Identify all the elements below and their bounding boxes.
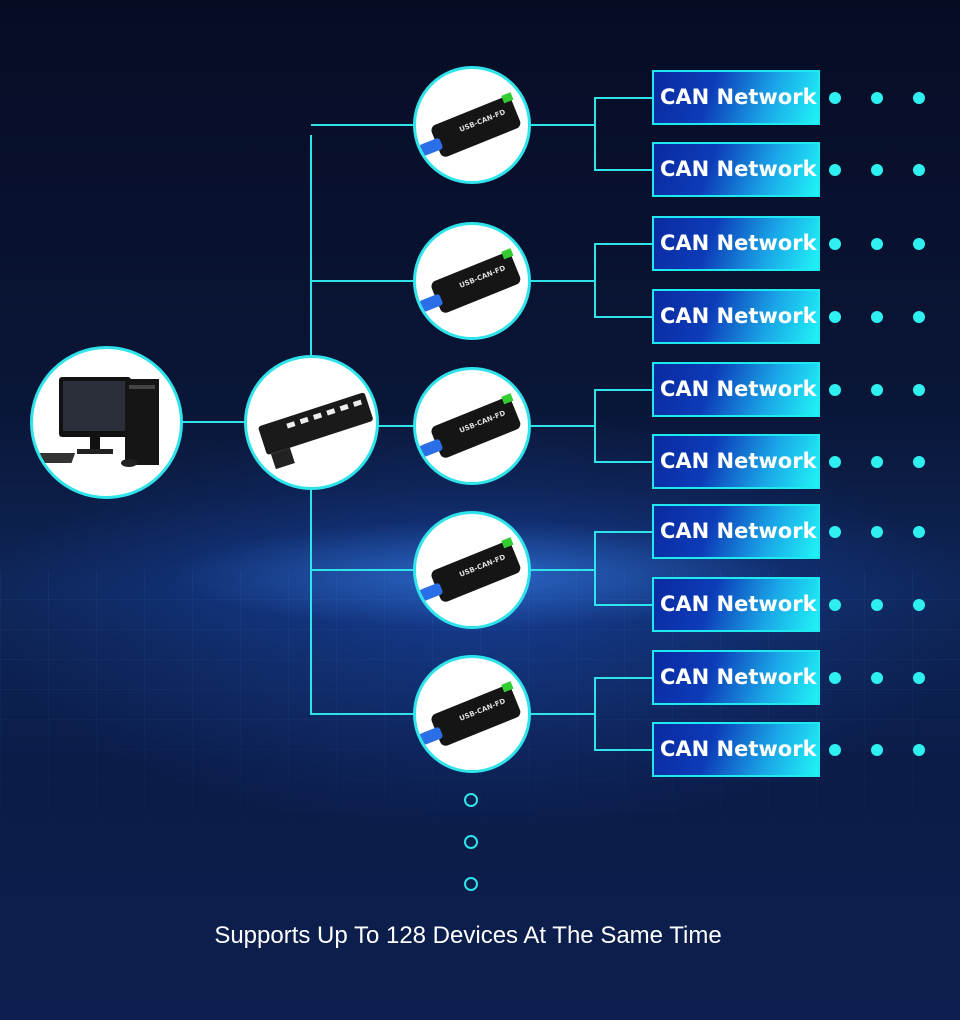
connector-line [311,569,415,571]
continuation-dot [913,456,925,468]
connector-line [183,421,245,423]
connector-line [595,243,653,245]
connector-line [595,531,653,533]
continuation-dot [913,384,925,396]
bracket-line [594,531,596,606]
usb-can-device-node: USB-CAN-FD [413,511,531,629]
usb-can-device-node: USB-CAN-FD [413,655,531,773]
continuation-dot [829,672,841,684]
can-network-box: CAN Network [652,722,820,777]
continuation-dot [829,744,841,756]
usb-can-device-node: USB-CAN-FD [413,222,531,340]
continuation-dot [829,311,841,323]
can-network-box: CAN Network [652,650,820,705]
connector-line [311,280,415,282]
continuation-dot [871,384,883,396]
bracket-line [594,243,596,318]
continuation-dot [871,526,883,538]
connector-line [595,389,653,391]
continuation-dot [871,92,883,104]
connector-line [529,124,596,126]
continuation-dot [871,164,883,176]
can-network-box: CAN Network [652,142,820,197]
can-network-box: CAN Network [652,362,820,417]
usb-can-adapter-icon [419,92,521,157]
continuation-dot [913,672,925,684]
connector-line [595,749,653,751]
continuation-dot [829,92,841,104]
usb-hub-icon [258,392,373,470]
connector-line [529,425,596,427]
continuation-dot [829,164,841,176]
continuation-dot [871,744,883,756]
continuation-dot [913,599,925,611]
can-network-box: CAN Network [652,70,820,125]
can-network-box: CAN Network [652,289,820,344]
more-devices-dot [464,835,478,849]
can-network-box: CAN Network [652,216,820,271]
connector-line [529,280,596,282]
connector-line [595,677,653,679]
continuation-dot [913,238,925,250]
can-network-box: CAN Network [652,504,820,559]
can-network-box: CAN Network [652,434,820,489]
bracket-line [594,677,596,751]
connector-line [595,316,653,318]
continuation-dot [913,311,925,323]
connector-line [529,569,596,571]
bracket-line [594,97,596,171]
computer-node [30,346,183,499]
connector-line [529,713,596,715]
continuation-dot [871,599,883,611]
usb-can-adapter-icon [419,537,521,602]
usb-can-device-node: USB-CAN-FD [413,367,531,485]
connector-line [311,124,415,126]
continuation-dot [871,311,883,323]
continuation-dot [913,744,925,756]
continuation-dot [913,164,925,176]
continuation-dot [913,92,925,104]
usb-can-adapter-icon [419,248,521,313]
bracket-line [594,389,596,463]
computer-icon [33,377,159,467]
connector-line [311,713,415,715]
usb-can-device-node: USB-CAN-FD [413,66,531,184]
more-devices-dot [464,877,478,891]
usb-can-adapter-icon [419,393,521,458]
more-devices-dot [464,793,478,807]
continuation-dot [829,526,841,538]
continuation-dot [829,384,841,396]
continuation-dot [829,456,841,468]
usb-hub-node [244,355,379,490]
connector-line [595,604,653,606]
continuation-dot [829,238,841,250]
caption: Supports Up To 128 Devices At The Same T… [214,922,722,949]
connector-line [595,169,653,171]
usb-can-adapter-icon [419,681,521,746]
continuation-dot [913,526,925,538]
continuation-dot [871,672,883,684]
continuation-dot [871,456,883,468]
continuation-dot [829,599,841,611]
connector-line [595,461,653,463]
continuation-dot [871,238,883,250]
can-network-box: CAN Network [652,577,820,632]
connector-line [595,97,653,99]
